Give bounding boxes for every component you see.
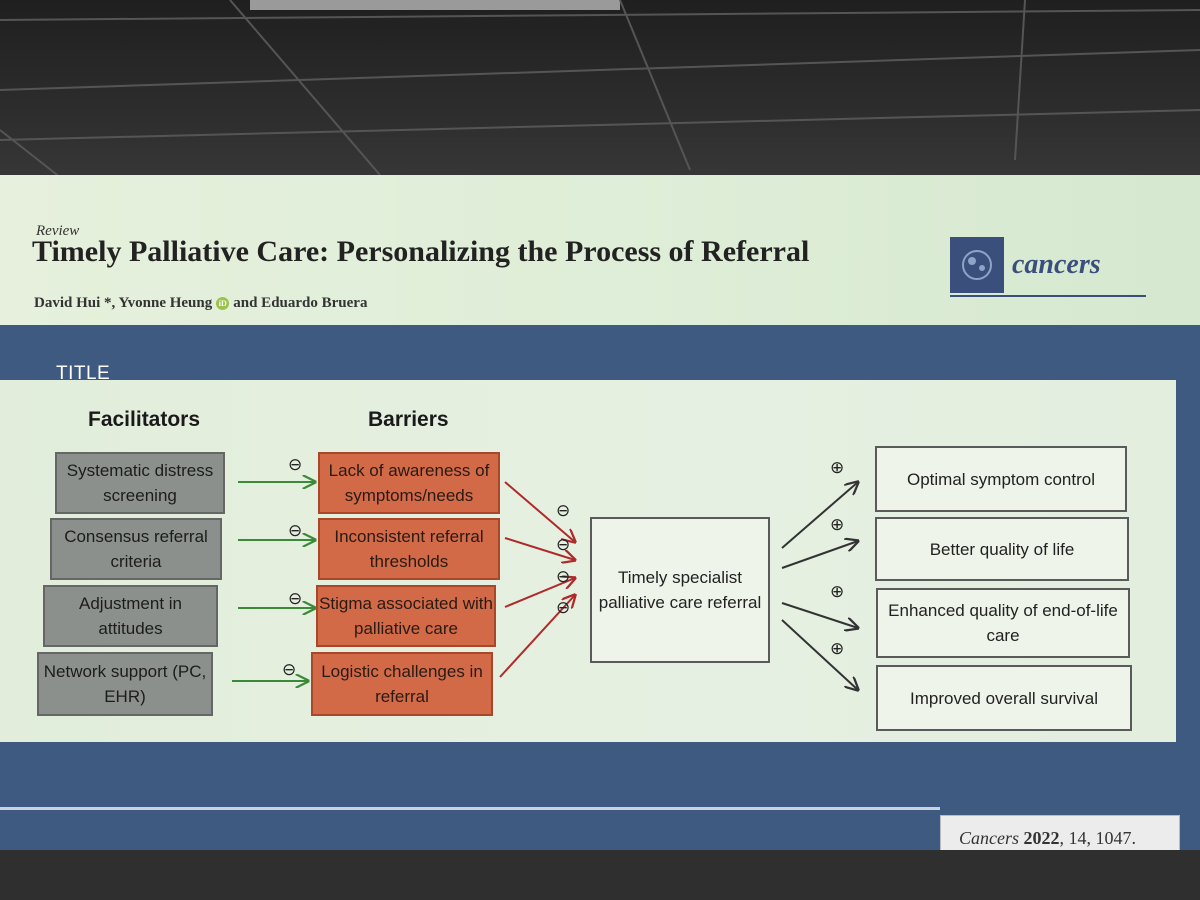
diagram-panel: Facilitators Barriers [0, 380, 1176, 742]
barrier-box: Logistic challenges in referral [311, 652, 493, 716]
footer-rule [0, 807, 940, 810]
center-box: Timely specialist palliative care referr… [590, 517, 770, 663]
section-title: TITLE [56, 363, 111, 384]
authors-text-2: and Eduardo Bruera [233, 295, 368, 311]
barriers-heading: Barriers [368, 408, 449, 431]
facilitators-heading: Facilitators [88, 408, 201, 431]
minus-sign: ⊖ [282, 660, 297, 679]
orcid-icon: iD [216, 297, 230, 310]
citation-year: 2022 [1023, 828, 1060, 848]
barrier-box: Inconsistent referral thresholds [318, 518, 500, 580]
minus-sign: ⊖ [556, 598, 571, 617]
plus-sign: ⊕ [830, 515, 845, 534]
facilitator-box: Network support (PC, EHR) [37, 652, 213, 716]
slide: Review Timely Palliative Care: Personali… [0, 175, 1200, 900]
citation-rest: , 14, 1047. [1059, 828, 1137, 848]
outcome-box: Better quality of life [875, 517, 1129, 581]
authors-text-1: David Hui *, Yvonne Heung [34, 295, 213, 311]
outcome-box: Enhanced quality of end-of-life care [876, 588, 1130, 658]
barrier-box: Stigma associated with palliative care [316, 585, 496, 647]
barrier-arrow-2 [504, 537, 575, 560]
facilitator-box: Adjustment in attitudes [43, 585, 218, 647]
minus-sign: ⊖ [288, 521, 303, 540]
minus-sign: ⊖ [288, 589, 303, 608]
outcome-box: Improved overall survival [876, 665, 1132, 731]
barrier-arrow-4 [499, 595, 575, 678]
ceiling-grid [0, 0, 1200, 186]
facilitator-box: Systematic distress screening [55, 452, 225, 514]
room-bottom [0, 850, 1200, 900]
review-label: Review [36, 223, 80, 239]
outcome-arrow-4 [781, 619, 858, 690]
paper-header: Review Timely Palliative Care: Personali… [0, 175, 1200, 325]
room-ceiling [0, 0, 1200, 200]
logo-underline [950, 295, 1146, 297]
minus-sign: ⊖ [556, 535, 571, 554]
minus-sign: ⊖ [556, 501, 571, 520]
journal-logo: cancers [950, 237, 1146, 297]
plus-sign: ⊕ [830, 639, 845, 658]
outcome-box: Optimal symptom control [875, 446, 1127, 512]
barrier-arrow-3 [504, 578, 575, 608]
paper-title: Timely Palliative Care: Personalizing th… [32, 235, 810, 268]
diagram-arrows [232, 380, 1176, 742]
journal-name: cancers [1012, 249, 1101, 280]
plus-sign: ⊕ [830, 458, 845, 477]
facilitator-box: Consensus referral criteria [50, 518, 222, 580]
outcome-arrow-2 [781, 541, 858, 569]
citation-journal: Cancers [959, 828, 1019, 848]
minus-sign: ⊖ [288, 455, 303, 474]
journal-logo-icon [950, 237, 1004, 293]
minus-sign: ⊖ [556, 567, 571, 586]
barrier-arrow-1 [504, 481, 575, 542]
plus-sign: ⊕ [830, 582, 845, 601]
outcome-arrow-3 [781, 602, 858, 628]
barrier-box: Lack of awareness of symptoms/needs [318, 452, 500, 514]
outcome-arrow-1 [781, 482, 858, 549]
